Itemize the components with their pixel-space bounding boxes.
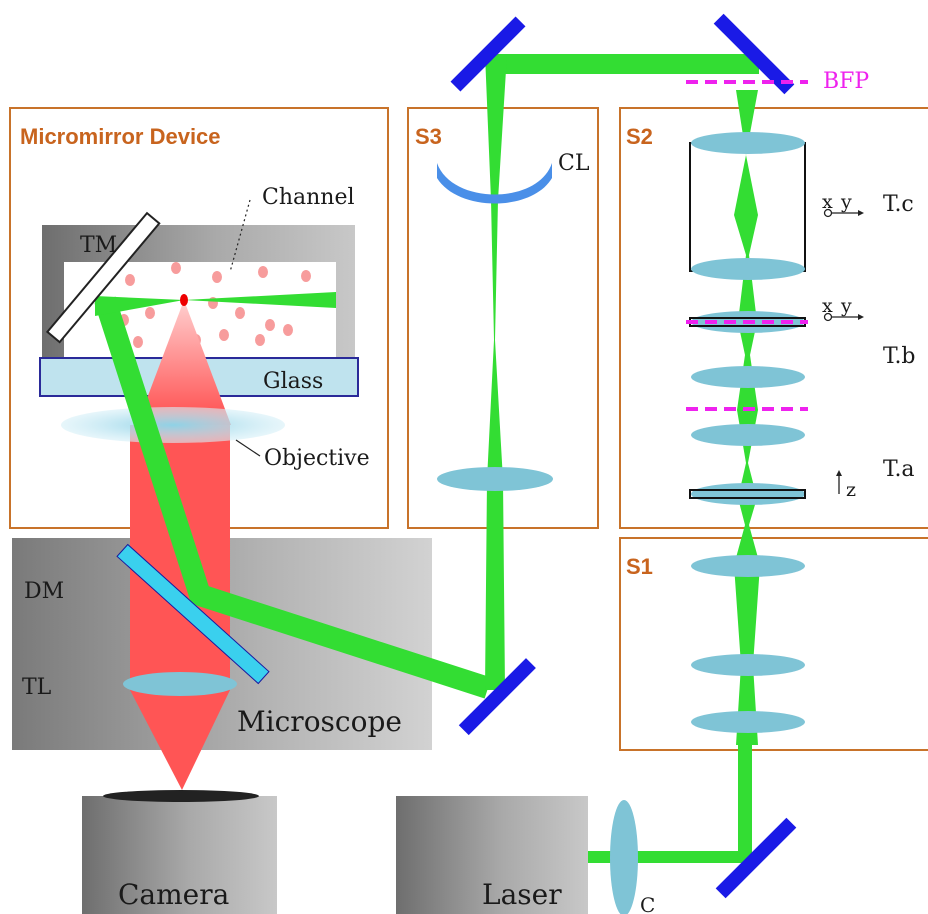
- focus-spot: [180, 294, 188, 306]
- particles: [113, 262, 311, 351]
- objective-lens: [61, 407, 285, 443]
- excitation-beam-tilted: [94, 296, 492, 699]
- mirror-top-left: [450, 16, 526, 92]
- label-glass: Glass: [263, 369, 323, 394]
- camera-cone: [130, 690, 230, 790]
- label-cl: CL: [558, 151, 590, 176]
- mirror-bottom-left: [458, 658, 536, 736]
- cylindrical-lens: [437, 163, 552, 204]
- label-tb: T.b: [883, 344, 916, 369]
- beam-right-column: [734, 90, 760, 745]
- dichroic-mirror: [116, 543, 270, 685]
- s2-lens-6: [691, 483, 805, 505]
- axis-marker-ta: [836, 470, 842, 494]
- label-ta: T.a: [883, 457, 915, 482]
- label-dm: DM: [24, 579, 64, 604]
- label-laser: Laser: [482, 878, 562, 911]
- axis-x-tb: x: [822, 295, 833, 317]
- excitation-beam-channel: [95, 292, 336, 316]
- axis-x-tc: x: [822, 191, 833, 213]
- label-bfp: BFP: [823, 69, 869, 94]
- label-microscope: Microscope: [237, 705, 402, 738]
- s2-lens-2: [691, 258, 805, 280]
- section-label-micromirror: Micromirror Device: [20, 124, 221, 149]
- beam-s3-column: [485, 54, 507, 690]
- s2-lens-4: [691, 366, 805, 388]
- s1-lens-3: [691, 711, 805, 733]
- axis-z-ta: z: [846, 479, 856, 501]
- label-c: C: [640, 893, 655, 914]
- translator-ta: [689, 489, 806, 499]
- tilted-mirror: [45, 211, 161, 344]
- label-camera: Camera: [118, 878, 229, 911]
- s2-lens-5: [691, 424, 805, 446]
- section-label-s2: S2: [626, 124, 653, 149]
- label-tl: TL: [22, 675, 52, 700]
- mirror-bottom-right: [715, 817, 797, 899]
- label-objective: Objective: [264, 446, 370, 471]
- label-channel: Channel: [262, 185, 355, 210]
- camera-sensor: [103, 790, 259, 802]
- s2-lens-1: [691, 132, 805, 154]
- section-s2-frame: [619, 107, 928, 529]
- mirror-top-right: [713, 13, 795, 95]
- label-tc: T.c: [883, 192, 914, 217]
- s1-lens-2: [691, 654, 805, 676]
- s3-lens: [437, 467, 553, 491]
- laser-body: [396, 796, 588, 914]
- camera-body: [82, 796, 277, 914]
- section-label-s3: S3: [415, 124, 442, 149]
- tube-lens: [123, 672, 237, 696]
- axis-y-tc: y: [840, 191, 852, 213]
- label-tm: TM: [80, 233, 117, 258]
- emission-cone: [137, 300, 231, 425]
- objective-leader: [235, 439, 261, 457]
- beam-top: [487, 54, 759, 74]
- axis-y-tb: y: [840, 295, 852, 317]
- section-label-s1: S1: [626, 554, 653, 579]
- collimator-lens: [610, 800, 638, 914]
- axis-marker-tc: [823, 208, 864, 218]
- axis-marker-tb: [823, 312, 864, 322]
- s1-lens-1: [691, 555, 805, 577]
- section-s1-frame: [619, 537, 928, 751]
